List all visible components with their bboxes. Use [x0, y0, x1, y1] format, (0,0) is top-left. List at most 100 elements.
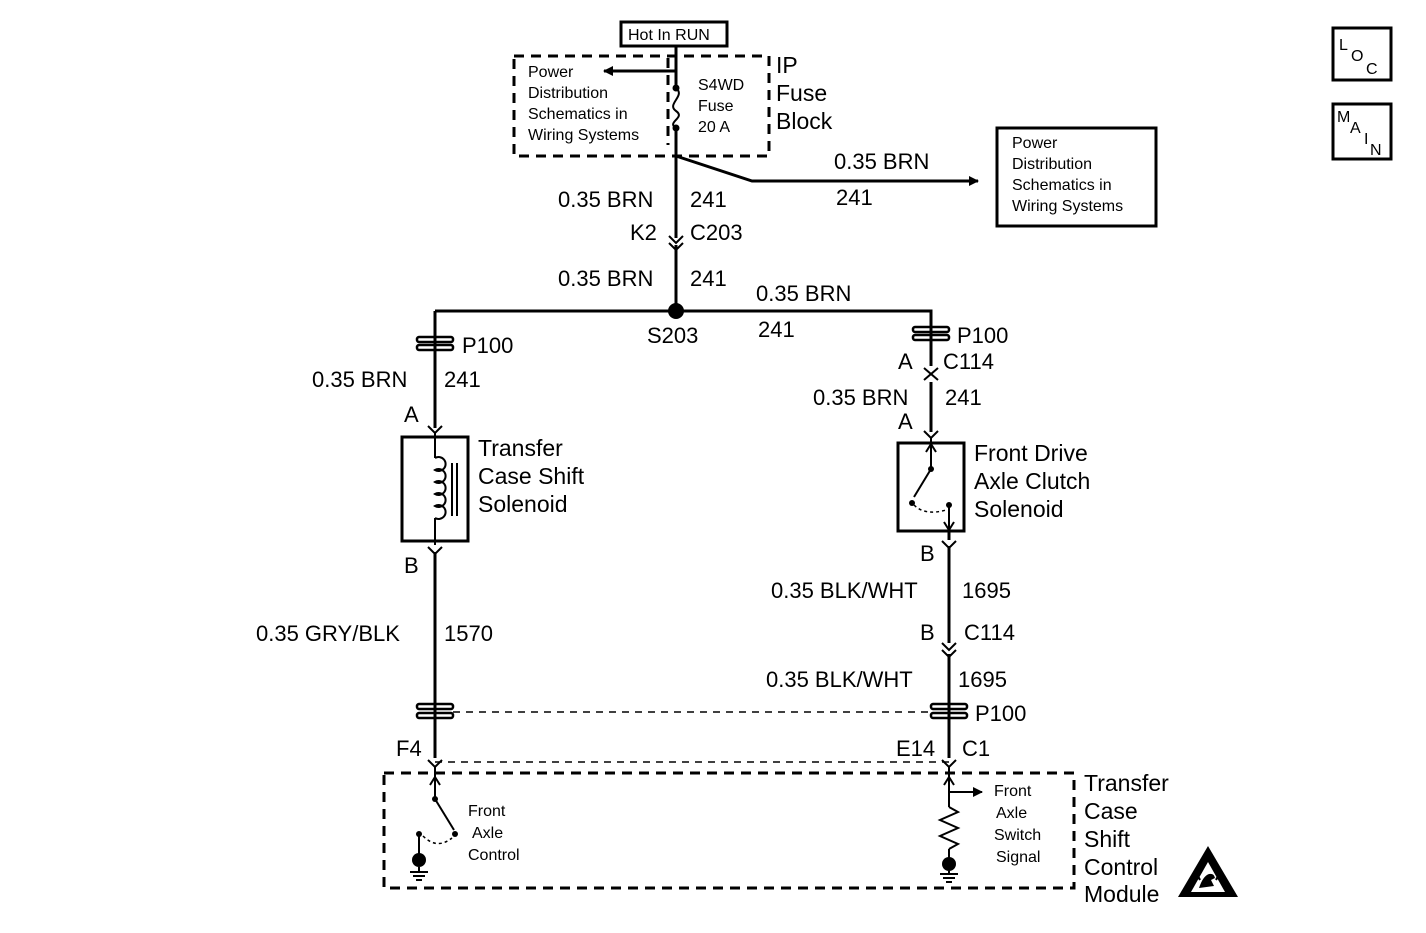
- fass-label-line-1: Front: [994, 783, 1032, 800]
- transfer-case-shift-solenoid: [400, 433, 470, 545]
- c114-bottom-connector: C114: [964, 620, 1015, 645]
- left-p100-passthrough: [415, 335, 455, 352]
- front-axle-switch-signal-circuit: [937, 767, 983, 883]
- pd-right-branch-wire: [675, 154, 979, 186]
- right-wire-circuit: 241: [945, 385, 982, 410]
- tccm-outline: [382, 771, 1076, 890]
- tcs-coil-icon: [433, 456, 447, 520]
- tccm-label-line-2: Case: [1084, 798, 1138, 824]
- tccm-label-line-5: Module: [1084, 881, 1159, 907]
- gry-wire-color: 0.35 GRY/BLK: [256, 621, 400, 646]
- tccm-label-line-4: Control: [1084, 854, 1158, 880]
- c203-connector-name: C203: [690, 220, 743, 245]
- splice-s203-label: S203: [647, 323, 698, 348]
- fdac-label-line-3: Solenoid: [974, 496, 1064, 522]
- gry-wire-circuit: 1570: [444, 621, 493, 646]
- fac-label-line-1: Front: [468, 803, 506, 820]
- fdac-label-line-1: Front Drive: [974, 440, 1088, 466]
- fdac-label-line-2: Axle Clutch: [974, 468, 1090, 494]
- main-letter-a: A: [1350, 120, 1361, 137]
- hot-in-run-label: Hot In RUN: [619, 20, 729, 48]
- blk-wire-color-2: 0.35 BLK/WHT: [766, 667, 913, 692]
- right-wire-color: 0.35 BRN: [813, 385, 908, 410]
- module-pin-e14: E14: [896, 736, 935, 761]
- fac-label-line-3: Control: [468, 847, 520, 864]
- hot-in-run-text: Hot In RUN: [628, 27, 710, 44]
- tcs-label-line-2: Case Shift: [478, 463, 585, 489]
- left-p100-label: P100: [462, 333, 513, 358]
- fdac-switch-linkage: [913, 504, 947, 513]
- k2-below-circuit: 241: [690, 266, 727, 291]
- loc-letter-l: L: [1339, 37, 1348, 54]
- tcs-label-line-1: Transfer: [478, 435, 563, 461]
- pd-right-line-4: Wiring Systems: [1012, 198, 1123, 215]
- esd-warning-icon: [1178, 846, 1238, 897]
- blk-wire-circuit-1: 1695: [962, 578, 1011, 603]
- p100-bottom-left-pass: [415, 702, 455, 720]
- pullup-resistor-icon: [937, 806, 961, 850]
- fuse-name: S4WD: [698, 77, 744, 94]
- pd-left-line-3: Schematics in: [528, 106, 628, 123]
- fass-label-line-3: Switch: [994, 827, 1041, 844]
- main-letter-i: I: [1364, 131, 1368, 148]
- loc-letter-o: O: [1351, 48, 1363, 65]
- p100-bottom-right-pass: [929, 702, 969, 720]
- k2-above-color: 0.35 BRN: [558, 187, 653, 212]
- fass-label-line-2: Axle: [996, 805, 1027, 822]
- bus-right-color: 0.35 BRN: [756, 281, 851, 306]
- main-button[interactable]: M A I N: [1331, 102, 1393, 161]
- c203-chevron-top: [668, 235, 684, 245]
- k2-above-circuit: 241: [690, 187, 727, 212]
- tccm-label-line-3: Shift: [1084, 826, 1131, 852]
- main-letter-n: N: [1370, 142, 1382, 159]
- fuse-block-title-2: Fuse: [776, 80, 827, 106]
- ip-fuse-block: IP Fuse Block S4WD Fuse 20 A Power Distr…: [512, 52, 833, 158]
- front-axle-control-switch: [410, 767, 458, 881]
- f4-chevron: [427, 759, 443, 769]
- fuse-block-title-3: Block: [776, 108, 833, 134]
- branch-right-color: 0.35 BRN: [834, 149, 929, 174]
- left-wire-color: 0.35 BRN: [312, 367, 407, 392]
- fdac-output-arrow: [943, 521, 955, 532]
- c114-top-chevron-2: [923, 372, 939, 381]
- bottom-p100-label: P100: [975, 701, 1026, 726]
- loc-button[interactable]: L O C: [1331, 26, 1393, 82]
- c114-bottom-chevron-1: [941, 642, 957, 652]
- right-p100-label: P100: [957, 323, 1008, 348]
- c114-top-connector: C114: [943, 349, 994, 374]
- fuse-word: Fuse: [698, 98, 734, 115]
- pd-left-line-4: Wiring Systems: [528, 127, 639, 144]
- k2-below-color: 0.35 BRN: [558, 266, 653, 291]
- module-connector-c1: C1: [962, 736, 990, 761]
- tcs-label-line-3: Solenoid: [478, 491, 568, 517]
- pd-right-line-3: Schematics in: [1012, 177, 1112, 194]
- blk-wire-circuit-2: 1695: [958, 667, 1007, 692]
- fdac-input-arrow: [925, 442, 937, 453]
- tccm-label-line-1: Transfer: [1084, 770, 1169, 796]
- left-wire-circuit: 241: [444, 367, 481, 392]
- fac-label-line-2: Axle: [472, 825, 503, 842]
- blk-wire-color-1: 0.35 BLK/WHT: [771, 578, 918, 603]
- fdac-switch-contact: [909, 500, 915, 506]
- pd-left-line-1: Power: [528, 64, 574, 81]
- left-solenoid-pin-a: A: [404, 402, 419, 427]
- module-pin-f4: F4: [396, 736, 422, 761]
- fass-label-line-4: Signal: [996, 849, 1040, 866]
- pd-right-line-2: Distribution: [1012, 156, 1092, 173]
- loc-letter-c: C: [1366, 61, 1378, 78]
- e14-chevron: [941, 759, 957, 769]
- power-distribution-right-box[interactable]: Power Distribution Schematics in Wiring …: [995, 126, 1158, 228]
- pd-left-line-2: Distribution: [528, 85, 608, 102]
- c114-top-pin-a: A: [898, 349, 913, 374]
- fuse-rating: 20 A: [698, 119, 730, 136]
- splice-bus-wire: [435, 309, 933, 326]
- right-solenoid-pin-a-chevron: [923, 430, 939, 440]
- fuse-block-outline: [512, 54, 771, 158]
- fuse-block-title-1: IP: [776, 52, 798, 78]
- right-p100-passthrough: [911, 325, 951, 342]
- main-letter-m: M: [1337, 109, 1350, 126]
- right-solenoid-pin-b: B: [920, 541, 935, 566]
- bus-right-circuit: 241: [758, 317, 795, 342]
